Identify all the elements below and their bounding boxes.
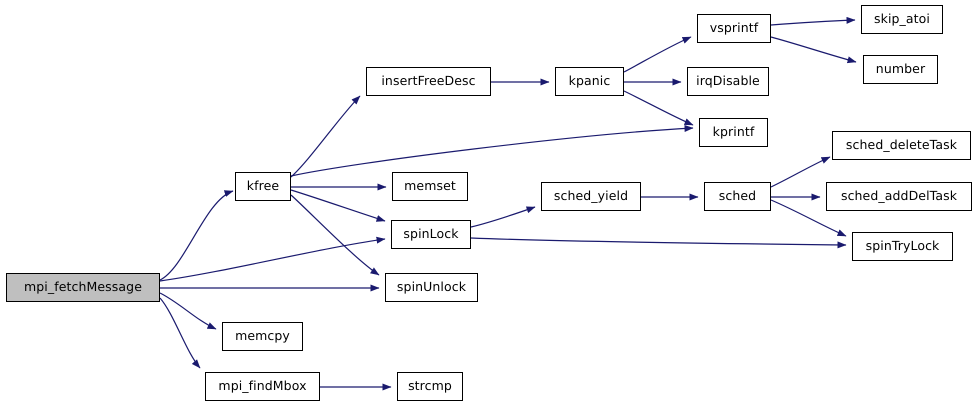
node-label-kpanic: kpanic bbox=[568, 73, 611, 89]
node-skip_atoi[interactable]: skip_atoi bbox=[861, 5, 943, 34]
node-spinLock[interactable]: spinLock bbox=[391, 220, 471, 249]
node-sched_addDelTask[interactable]: sched_addDelTask bbox=[826, 182, 972, 211]
node-sched[interactable]: sched bbox=[704, 182, 771, 211]
node-label-sched_deleteTask: sched_deleteTask bbox=[845, 137, 958, 153]
node-insertFreeDesc[interactable]: insertFreeDesc bbox=[366, 67, 491, 96]
node-label-memcpy: memcpy bbox=[235, 328, 290, 344]
node-label-sched_addDelTask: sched_addDelTask bbox=[840, 188, 958, 204]
node-label-vsprintf: vsprintf bbox=[709, 20, 759, 36]
node-memset[interactable]: memset bbox=[392, 172, 468, 201]
node-sched_yield[interactable]: sched_yield bbox=[541, 182, 641, 211]
node-label-sched: sched bbox=[718, 188, 757, 204]
node-label-kfree: kfree bbox=[246, 178, 280, 194]
node-label-insertFreeDesc: insertFreeDesc bbox=[381, 73, 476, 89]
node-label-strcmp: strcmp bbox=[408, 378, 452, 394]
node-number[interactable]: number bbox=[863, 55, 938, 84]
node-kpanic[interactable]: kpanic bbox=[555, 67, 624, 96]
node-label-irqDisable: irqDisable bbox=[696, 73, 760, 89]
node-label-spinLock: spinLock bbox=[403, 226, 459, 242]
node-strcmp[interactable]: strcmp bbox=[397, 372, 463, 401]
node-spinTryLock[interactable]: spinTryLock bbox=[852, 232, 953, 261]
node-label-skip_atoi: skip_atoi bbox=[874, 11, 930, 27]
node-irqDisable[interactable]: irqDisable bbox=[687, 67, 769, 96]
node-label-kprintf: kprintf bbox=[712, 124, 755, 140]
node-label-mpi_findMbox: mpi_findMbox bbox=[218, 378, 307, 394]
node-label-number: number bbox=[875, 61, 926, 77]
node-kprintf[interactable]: kprintf bbox=[699, 118, 768, 147]
node-sched_deleteTask[interactable]: sched_deleteTask bbox=[832, 131, 971, 160]
node-kfree[interactable]: kfree bbox=[235, 172, 291, 201]
node-label-sched_yield: sched_yield bbox=[553, 188, 629, 204]
node-label-spinUnlock: spinUnlock bbox=[396, 279, 467, 295]
node-label-memset: memset bbox=[404, 178, 456, 194]
node-label-spinTryLock: spinTryLock bbox=[865, 238, 940, 254]
node-label-mpi_fetchMessage: mpi_fetchMessage bbox=[23, 279, 142, 295]
node-mpi_fetchMessage[interactable]: mpi_fetchMessage bbox=[6, 273, 160, 302]
node-vsprintf[interactable]: vsprintf bbox=[697, 14, 771, 43]
node-memcpy[interactable]: memcpy bbox=[222, 322, 303, 351]
node-mpi_findMbox[interactable]: mpi_findMbox bbox=[205, 372, 320, 401]
node-spinUnlock[interactable]: spinUnlock bbox=[385, 273, 478, 302]
